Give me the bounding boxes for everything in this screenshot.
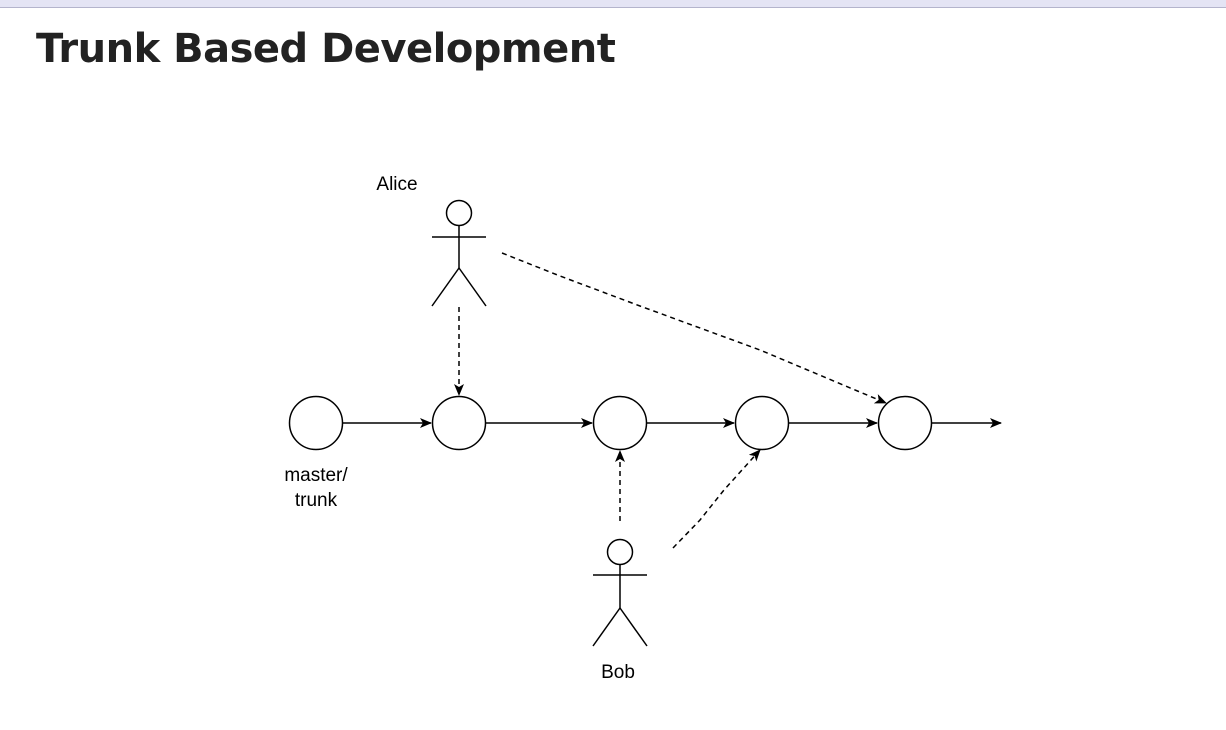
commit-node-4 [734, 395, 790, 451]
top-bar [0, 0, 1226, 8]
commit-node-1 [288, 395, 344, 451]
bob-label: Bob [601, 662, 635, 683]
branch-label-line2: trunk [295, 490, 338, 511]
commit-node-2 [431, 395, 487, 451]
bob-commit-arrow-2 [672, 449, 761, 549]
commit-node-3 [592, 395, 648, 451]
page-title: Trunk Based Development [36, 26, 616, 72]
alice-commit-arrow-2 [501, 252, 887, 404]
alice-actor-icon [431, 199, 487, 307]
bob-actor-icon [592, 538, 648, 647]
branch-label-line1: master/ [284, 465, 348, 486]
alice-label: Alice [376, 174, 417, 195]
commit-node-5 [877, 395, 933, 451]
